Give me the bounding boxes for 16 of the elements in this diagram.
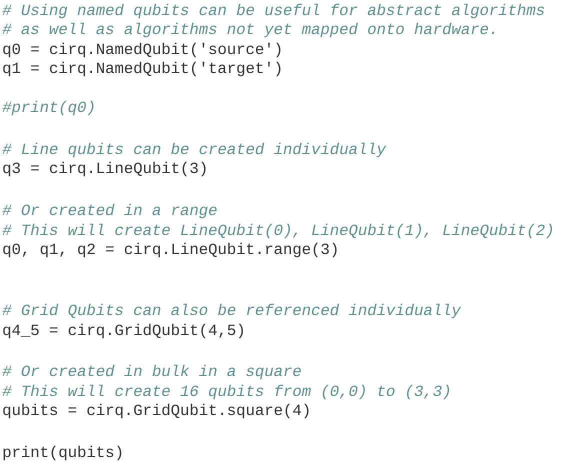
code-line: q4_5 = cirq.GridQubit(4,5) bbox=[3, 324, 243, 338]
comment-line: # This will create 16 qubits from (0,0) to (3,3) bbox=[2, 384, 450, 400]
code-line: print(qubits) bbox=[4, 446, 122, 460]
code-line: q1 = cirq.NamedQubit('target') bbox=[3, 62, 280, 76]
code-line: qubits = cirq.GridQubit.square(4) bbox=[3, 404, 308, 418]
comment-line: # Grid Qubits can also be referenced individually bbox=[2, 304, 462, 318]
code-line: q0, q1, q2 = cirq.LineQubit.range(3) bbox=[3, 242, 337, 258]
comment-line: # This will create LineQubit(0), LineQubit(1), LineQubit(2) bbox=[2, 224, 552, 238]
comment-line: # Or created in bulk in a square bbox=[2, 364, 301, 380]
comment-line: # Line qubits can be created individually bbox=[2, 142, 386, 158]
comment-line: #print(q0) bbox=[2, 100, 94, 116]
code-line: q3 = cirq.LineQubit(3) bbox=[3, 162, 206, 176]
comment-line: # Using named qubits can be useful for abstract algorithms bbox=[2, 4, 544, 18]
comment-line: # as well as algorithms not yet mapped onto hardware. bbox=[2, 22, 494, 38]
comment-line: # Or created in a range bbox=[2, 204, 217, 218]
code-line: q0 = cirq.NamedQubit('source') bbox=[3, 42, 280, 58]
